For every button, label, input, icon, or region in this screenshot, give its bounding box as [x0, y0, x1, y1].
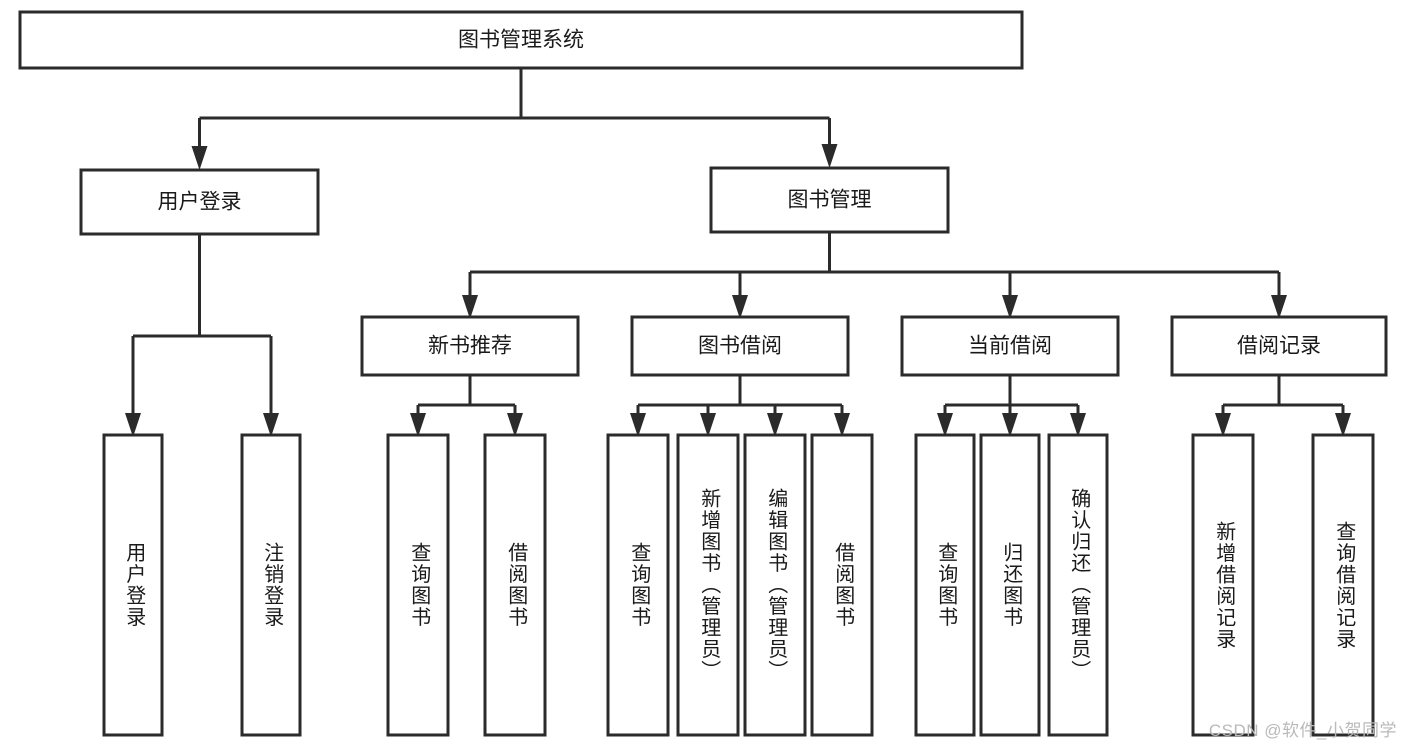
level3-node-label: 当前借阅: [968, 335, 1052, 358]
arrow-head-leaf-0-0: [125, 413, 141, 437]
level3-node-2[interactable]: 当前借阅: [900, 315, 1120, 377]
level3-node-rect: [630, 315, 850, 377]
leaf-node-3[interactable]: [483, 433, 547, 737]
leaf-node-12[interactable]: [1311, 433, 1375, 737]
leaf-node-6[interactable]: [743, 433, 807, 737]
level3-node-label: 借阅记录: [1237, 335, 1321, 358]
level3-node-1[interactable]: 图书借阅: [630, 315, 850, 377]
leaf-node-11[interactable]: [1191, 433, 1255, 737]
level3-node-label: 图书借阅: [698, 335, 782, 358]
level2-node-label: 用户登录: [158, 191, 242, 214]
level3-node-3[interactable]: 借阅记录: [1170, 315, 1388, 377]
arrow-head-leaf-1-0: [410, 413, 426, 437]
leaf-node-0[interactable]: [102, 433, 164, 737]
arrow-head-leaf-4-1: [1335, 413, 1351, 437]
arrow-head-leaf-2-3: [834, 413, 850, 437]
level3-node-0[interactable]: 新书推荐: [360, 315, 580, 377]
leaf-node-7[interactable]: [810, 433, 874, 737]
level2-node-rect: [79, 168, 320, 236]
arrow-head-level3-1: [732, 295, 748, 319]
arrow-head-leaf-1-1: [507, 413, 523, 437]
leaf-node-1[interactable]: [240, 433, 302, 737]
level3-node-rect: [360, 315, 580, 377]
arrow-head-leaf-2-0: [630, 413, 646, 437]
level3-node-rect: [900, 315, 1120, 377]
leaf-node-10[interactable]: [1047, 433, 1109, 737]
leaf-node-4[interactable]: [606, 433, 670, 737]
root-node-rect: [18, 10, 1024, 70]
level3-node-rect: [1170, 315, 1388, 377]
leaf-node-8[interactable]: [914, 433, 976, 737]
arrow-head-level3-0: [462, 295, 478, 319]
arrow-head-level2-0: [191, 146, 208, 170]
level3-node-label: 新书推荐: [428, 335, 512, 358]
arrow-head-leaf-2-1: [700, 413, 716, 437]
arrow-head-leaf-3-1: [1002, 413, 1018, 437]
arrow-head-leaf-3-0: [937, 413, 953, 437]
leaf-node-2[interactable]: [386, 433, 450, 737]
root-node-0[interactable]: 图书管理系统: [18, 10, 1024, 70]
level2-node-rect: [709, 166, 950, 234]
arrow-head-level3-3: [1271, 295, 1287, 319]
connectors-layer: [125, 68, 1351, 437]
arrow-head-level2-1: [821, 144, 838, 168]
root-node-label: 图书管理系统: [458, 29, 584, 52]
arrow-head-level3-2: [1002, 295, 1018, 319]
arrow-head-leaf-2-2: [767, 413, 783, 437]
level2-node-0[interactable]: 用户登录: [79, 168, 320, 236]
arrow-head-leaf-0-1: [263, 413, 279, 437]
leaf-node-5[interactable]: [676, 433, 740, 737]
leaf-node-9[interactable]: [979, 433, 1041, 737]
level2-node-label: 图书管理: [788, 189, 872, 212]
watermark-text: CSDN @软件_小贺同学: [1208, 721, 1397, 740]
level2-node-1[interactable]: 图书管理: [709, 166, 950, 234]
arrow-head-leaf-3-2: [1070, 413, 1086, 437]
arrow-head-leaf-4-0: [1215, 413, 1231, 437]
